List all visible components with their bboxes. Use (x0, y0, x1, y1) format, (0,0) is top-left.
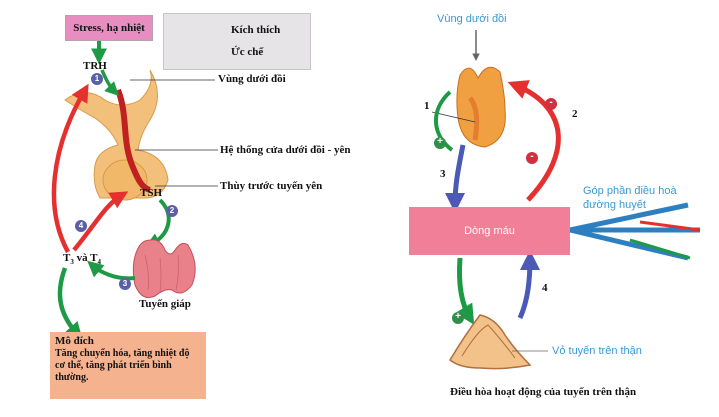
anterior-pituitary-label: Thùy trước tuyến yên (220, 180, 323, 192)
right-arrow-green-upper (434, 90, 454, 152)
stress-box: Stress, hạ nhiệt (65, 15, 153, 41)
thyroid-to-t3t4-arrow (87, 260, 136, 281)
step-number-1: 1 (91, 73, 103, 85)
target-box: Mô đích Tăng chuyển hóa, tăng nhiệt độ c… (50, 332, 206, 399)
t3t4-sub4: 4 (97, 258, 101, 267)
right-number-3: 3 (440, 168, 446, 180)
tsh-to-thyroid-arrow (144, 198, 171, 248)
right-hypothalamus-label: Vùng dưới đồi (437, 13, 507, 25)
blood-label: Dòng máu (464, 225, 515, 237)
minus-circle-2 (526, 152, 538, 164)
adrenal-gland-shape (449, 314, 532, 370)
t3t4-to-pituitary-inhibit (72, 191, 129, 252)
t3t4-mid: và T (73, 252, 98, 264)
right-number-2: 2 (572, 108, 578, 120)
right-arrow-3-blue (445, 144, 466, 213)
right-number-1: 1 (424, 100, 430, 112)
trh-to-pituitary-arrow (100, 69, 119, 96)
right-output-arrows (569, 202, 700, 261)
blood-stream-box: Dòng máu (409, 207, 570, 255)
t3t4-to-hypothalamus-inhibit (51, 83, 89, 254)
plus-sign-upper: + (437, 136, 443, 147)
legend-box: Kích thích Ức chế (163, 13, 311, 70)
portal-system-label: Hệ thống cửa dưới đồi - yên (220, 144, 351, 156)
thyroid-gland-shape (132, 239, 196, 299)
pituitary-gland-shape (64, 69, 169, 201)
right-output-green (629, 238, 691, 260)
target-title: Mô đích (55, 335, 94, 347)
t3t4-label: T3 và T4 (63, 252, 101, 266)
right-caption: Điều hòa hoạt động của tuyến trên thận (450, 386, 637, 398)
right-number-4: 4 (542, 282, 548, 294)
t3t4-t: T (63, 252, 71, 264)
target-text: Tăng chuyển hóa, tăng nhiệt độ cơ thể, t… (55, 348, 190, 383)
trh-label: TRH (83, 60, 107, 72)
plus-circle-upper (434, 137, 446, 149)
t3t4-to-target-arrow (57, 267, 83, 341)
minus-circle-1 (545, 98, 557, 110)
adrenal-cortex-label: Vỏ tuyến trên thận (552, 345, 642, 357)
minus-sign-2: - (530, 151, 534, 162)
right-arrow-4-blue (517, 250, 540, 320)
tsh-label: TSH (140, 187, 163, 199)
right-arrow-2-red (507, 80, 561, 202)
legend-stimulate-label: Kích thích (231, 24, 281, 36)
right-output-red (639, 220, 701, 232)
right-arrow-green-lower (455, 257, 475, 325)
minus-sign-1: - (549, 97, 553, 108)
legend-inhibit-label: Ức chế (231, 46, 264, 58)
thyroid-label: Tuyến giáp (139, 298, 191, 310)
right-leader-1 (431, 111, 476, 123)
plus-circle-lower (452, 312, 464, 324)
step-number-3: 3 (119, 278, 131, 290)
glucose-label: Góp phần điều hoà đường huyết (583, 185, 677, 211)
t3t4-sub3: 3 (70, 258, 74, 267)
step-number-2: 2 (166, 205, 178, 217)
plus-sign-lower: + (455, 311, 461, 322)
step-number-4: 4 (75, 220, 87, 232)
hypothalamus-label: Vùng dưới đồi (218, 73, 286, 85)
right-hypothalamus-shape (456, 66, 506, 148)
